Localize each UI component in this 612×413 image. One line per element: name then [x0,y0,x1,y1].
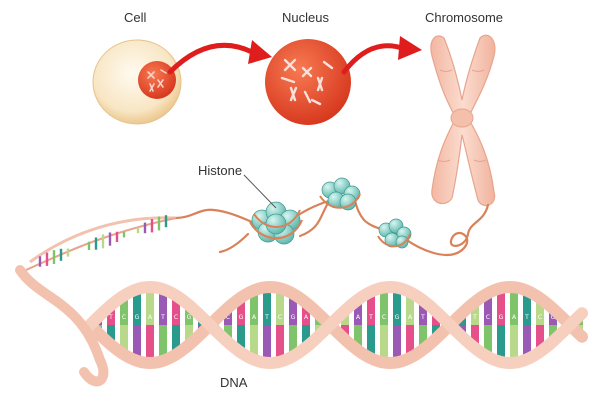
base-letter: T [160,314,165,321]
base-letter: T [524,314,529,321]
base-letter: G [135,314,140,321]
base-letter: C [278,314,282,321]
histone-label: Histone [198,163,243,178]
arrow-cell-to-nucleus [167,40,272,75]
base-pair-half [497,288,505,325]
base-letter: T [264,314,269,321]
histone-cluster-3 [377,218,412,249]
base-pair-half [471,325,479,349]
histone-cluster-2 [319,177,361,211]
base-pair-half [380,287,388,325]
chromosome [430,34,496,207]
base-letter: G [395,314,400,321]
base-pair-half [367,291,375,325]
base-pair-half [523,290,531,325]
base-letter: A [304,314,309,321]
base-pair-half [250,325,258,360]
base-letter: G [551,314,556,321]
histone-cluster-1 [249,201,304,245]
base-pair-half [419,300,427,325]
cell [92,39,182,125]
base-letter: A [148,314,153,321]
cell-label: Cell [124,10,147,25]
base-letter: G [239,314,244,321]
base-pair-half [172,325,180,355]
base-letter: C [122,314,126,321]
base-pair-half [107,305,115,325]
base-pair-half [354,299,362,325]
base-pair-half [133,289,141,325]
nucleus-label: Nucleus [282,10,329,25]
base-letter: C [538,314,542,321]
base-pair-half [146,325,154,363]
base-pair-half [393,287,401,325]
base-pair-half [289,293,297,325]
base-pair-half [276,288,284,325]
base-pair-half [367,325,375,359]
base-pair-half [263,287,271,325]
cell-nucleus [138,61,176,99]
base-pair-half [536,325,544,352]
base-pair-half [172,295,180,325]
base-letter: G [499,314,504,321]
base-pair-half [185,325,193,345]
base-pair-half [302,302,310,325]
base-pair-half [120,325,128,355]
base-pair-half [380,325,388,363]
base-letter: C [226,314,230,321]
histone-pointer [243,174,277,209]
base-pair-half [237,297,245,325]
base-pair-half [289,325,297,357]
base-pair-half [354,325,362,351]
base-letter: C [382,314,386,321]
base-pair-half [510,287,518,325]
base-pair-half [393,325,401,363]
base-pair-half [536,298,544,325]
base-letter: T [472,314,477,321]
base-pair-half [510,325,518,363]
base-pair-half [107,325,115,345]
base-letter: C [486,314,490,321]
base-pair-half [224,307,232,325]
base-pair-half [263,325,271,363]
base-letter: T [108,314,113,321]
base-pair-half [250,290,258,325]
base-letter: G [291,314,296,321]
base-letter: A [356,314,361,321]
base-pair-half [159,325,167,361]
base-pair-half [406,325,414,358]
base-pair-half [484,325,492,357]
base-pair-half [133,325,141,361]
arrow-nucleus-to-chromosome [341,36,422,75]
base-pair-half [523,325,531,360]
base-pair-half [276,325,284,362]
base-letter: T [420,314,425,321]
chromosome-label: Chromosome [425,10,504,25]
base-pair-half [159,289,167,325]
base-letter: C [174,314,178,321]
base-pair-half [497,325,505,362]
base-pair-half [224,325,232,343]
thin-dna-helix [25,215,177,271]
dna-label: DNA [220,375,248,390]
base-pair-half [406,292,414,325]
base-pair-half [419,325,427,350]
base-pair-half [237,325,245,353]
base-letter: A [252,314,257,321]
base-pair-half [471,301,479,325]
base-pair-half [146,287,154,325]
base-pair-half [120,295,128,325]
base-pair-half [185,305,193,325]
base-letter: A [408,314,413,321]
nucleus [265,39,351,125]
base-pair-half [302,325,310,348]
base-letter: T [368,314,373,321]
base-letter: A [512,314,517,321]
base-letter: G [187,314,192,321]
base-pair-half [484,293,492,325]
